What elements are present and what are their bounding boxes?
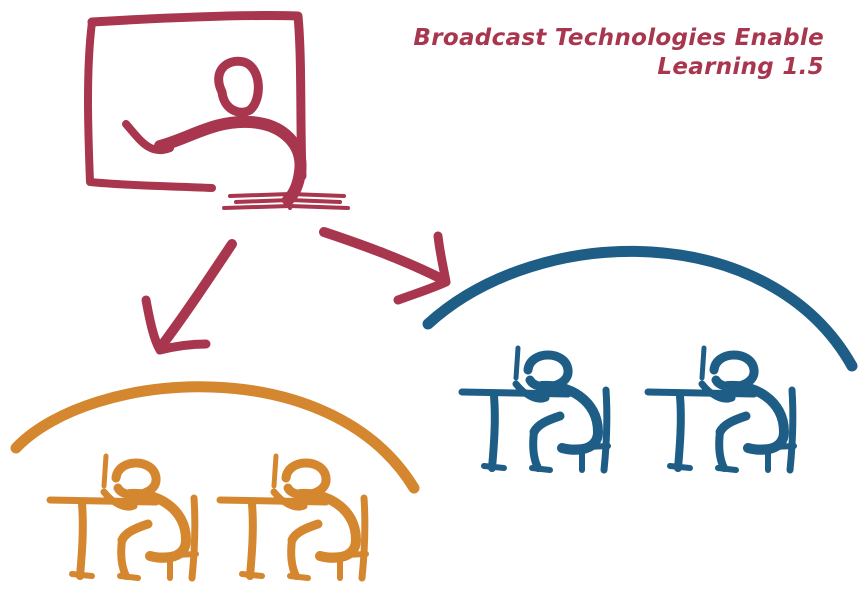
arrow-to-left-group	[141, 239, 237, 355]
arrow-to-right-group	[319, 227, 451, 305]
student-icon-right-1	[462, 348, 608, 470]
right-group-dome	[422, 245, 858, 372]
left-group-dome	[10, 381, 420, 494]
student-icon-left-1	[50, 456, 196, 578]
student-icon-right-2	[648, 348, 794, 470]
title-line-2: Learning 1.5	[657, 54, 824, 80]
title-line-1: Broadcast Technologies Enable	[413, 25, 824, 51]
teacher-at-screen-icon	[84, 10, 350, 210]
diagram-title: Broadcast Technologies Enable Learning 1…	[354, 24, 824, 82]
student-icon-left-2	[220, 456, 366, 578]
